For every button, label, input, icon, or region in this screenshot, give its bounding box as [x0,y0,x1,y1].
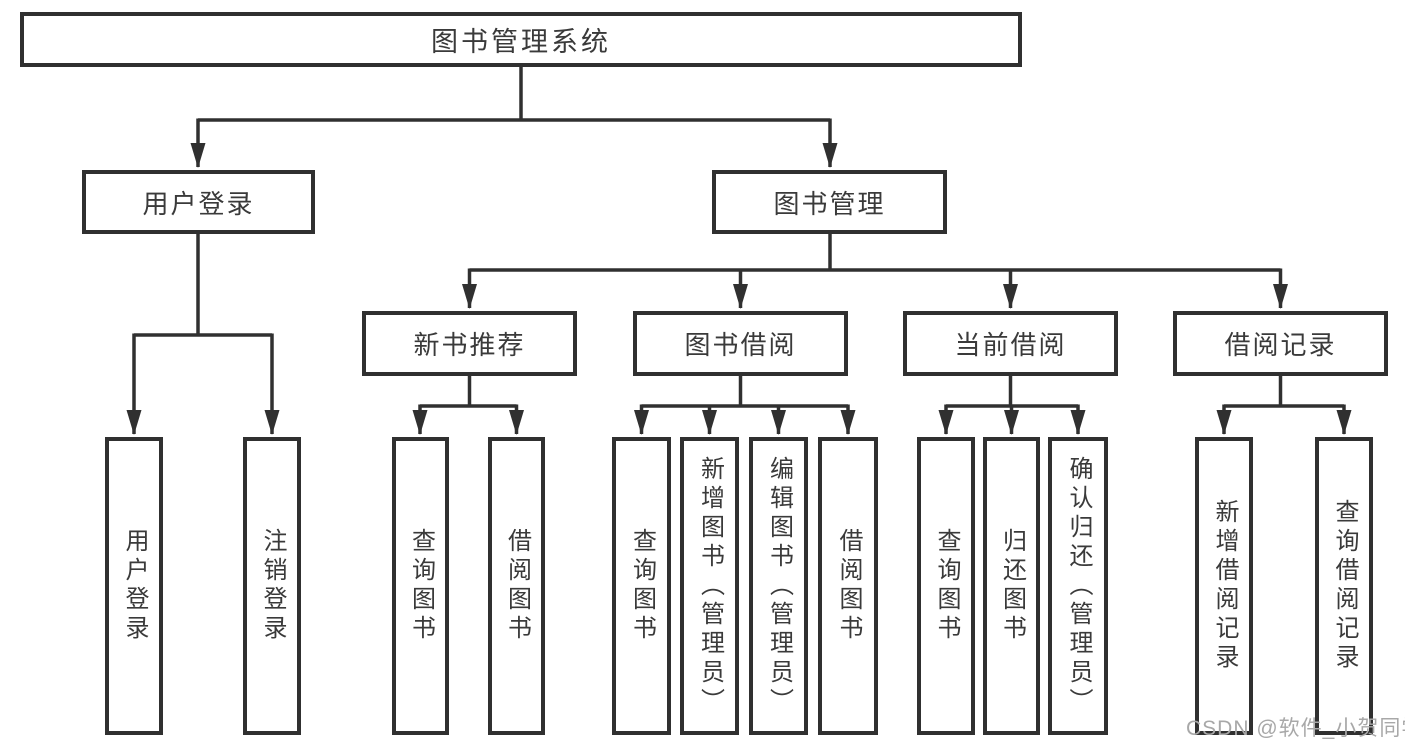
connector-root-to-level2 [190,67,838,168]
leaf-bb-query-books: 查询图书 [612,437,671,735]
leaf-user-login: 用户登录 [105,437,163,735]
leaf-nbr-borrow-books: 借阅图书 [488,437,545,735]
leaf-cb-return-books: 归还图书 [983,437,1040,735]
csdn-watermark: CSDN @软件_小贺同学 [1186,717,1405,740]
leaf-bb-borrow-books: 借阅图书 [818,437,878,735]
leaf-cb-query-books: 查询图书 [917,437,975,735]
node-borrow-records: 借阅记录 [1173,311,1388,376]
leaf-nbr-query-books: 查询图书 [392,437,449,735]
connector-borrow-records-to-leaves [1216,376,1352,435]
connector-new-book-recommend-to-leaves [412,376,524,435]
node-root: 图书管理系统 [20,12,1022,67]
leaf-cb-confirm-return-admin: 确认归还（管理员） [1048,437,1108,735]
leaf-br-query-borrow-record: 查询借阅记录 [1315,437,1373,735]
connector-user-login-to-leaves [126,234,280,435]
connector-current-borrow-to-leaves [938,376,1086,435]
leaf-logout: 注销登录 [243,437,301,735]
node-book-borrow: 图书借阅 [633,311,848,376]
node-new-book-recommend: 新书推荐 [362,311,577,376]
node-book-management: 图书管理 [712,170,947,234]
leaf-br-add-borrow-record: 新增借阅记录 [1195,437,1253,735]
node-user-login: 用户登录 [82,170,315,234]
connector-book-borrow-to-leaves [634,376,856,435]
connector-book-management-to-level3 [462,234,1288,309]
leaf-bb-edit-books-admin: 编辑图书（管理员） [749,437,808,735]
node-current-borrow: 当前借阅 [903,311,1118,376]
leaf-bb-add-books-admin: 新增图书（管理员） [680,437,739,735]
